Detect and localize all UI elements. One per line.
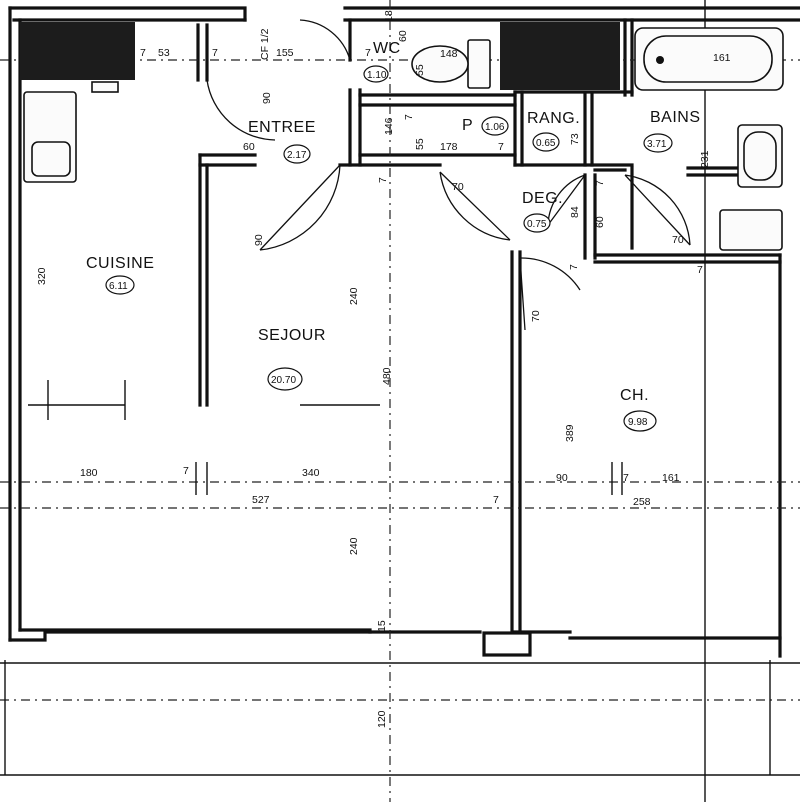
dimension-label: 240 (348, 537, 360, 555)
dimension-label: 90 (556, 472, 568, 484)
room-label-degagement: DEG. (522, 190, 563, 207)
dimension-label: 60 (397, 30, 409, 42)
dimension-label: 7 (623, 472, 629, 484)
dimension-label: 15 (376, 620, 388, 632)
room-area-sejour: 20.70 (271, 375, 296, 386)
dimension-label: 7 (568, 264, 580, 270)
room-label-placard: P (462, 117, 473, 134)
kitchen-worktop-hatch (20, 22, 135, 80)
kitchen-sink-icon (23, 91, 77, 183)
dimension-label: 7 (498, 141, 504, 153)
washbasin-icon (737, 124, 783, 188)
storage-hatch (500, 22, 620, 90)
dimension-label: 60 (594, 216, 606, 228)
room-area-badge-cuisine (105, 275, 135, 295)
dimension-label: 84 (569, 206, 581, 218)
cooker-icon (91, 81, 119, 93)
dimension-label: 527 (252, 494, 270, 506)
room-area-placard: 1.06 (485, 122, 505, 133)
dimension-label: 148 (440, 48, 458, 60)
dimension-label: 340 (302, 467, 320, 479)
toilet-icon (411, 39, 491, 89)
room-label-entree: ENTREE (248, 119, 316, 136)
room-label-sejour: SEJOUR (258, 327, 326, 344)
dimension-label: 258 (633, 496, 651, 508)
room-area-cuisine: 6.11 (109, 281, 128, 292)
dimension-label: 90 (253, 234, 265, 246)
room-area-badge-bains (643, 133, 673, 153)
dimension-label: 7 (140, 47, 146, 59)
dimension-label: 60 (243, 141, 255, 153)
dimension-label: 7 (403, 114, 415, 120)
room-area-entree: 2.17 (287, 150, 307, 161)
dimension-label: 90 (261, 92, 273, 104)
room-label-chambre: CH. (620, 387, 649, 404)
dimension-labels: 7 53 7 CF 1/2 155 7 60 148 161 90 146 7 … (36, 10, 731, 728)
dimension-label: 7 (365, 47, 371, 59)
dimension-label: CF 1/2 (259, 28, 271, 60)
dimension-label: 18 (383, 10, 395, 22)
dimension-label: 55 (414, 64, 426, 76)
dimension-label: 161 (662, 472, 680, 484)
walls (8, 6, 800, 658)
room-area-badge-wc (363, 65, 389, 83)
door-swings (206, 19, 691, 331)
dimension-label: 178 (440, 141, 458, 153)
dimension-label: 7 (183, 465, 189, 477)
dimension-label: 7 (493, 494, 499, 506)
washing-machine-icon (719, 209, 783, 251)
room-area-badge-degagement (523, 213, 551, 233)
bathtub-icon (634, 27, 784, 91)
dimension-label: 320 (36, 267, 48, 285)
dimension-label: 240 (348, 287, 360, 305)
dimension-label: 231 (699, 150, 711, 168)
dimension-label: 480 (381, 367, 393, 385)
room-area-badge-rangement (532, 132, 560, 152)
dimension-label: 55 (414, 138, 426, 150)
room-label-rangement: RANG. (527, 110, 580, 127)
room-area-rangement: 0.65 (536, 138, 556, 149)
dimension-label: 161 (713, 52, 731, 64)
dimension-label: 120 (376, 710, 388, 728)
room-area-chambre: 9.98 (628, 417, 648, 428)
dimension-label: 70 (530, 310, 542, 322)
dimension-ticks (47, 380, 623, 495)
dimension-label: 146 (383, 117, 395, 135)
room-area-wc: 1.10 (367, 70, 387, 81)
room-area-degagement: 0.75 (527, 219, 547, 230)
dimension-label: 70 (672, 234, 684, 246)
dimension-label: 180 (80, 467, 98, 479)
room-area-badge-placard (481, 116, 509, 136)
dimension-label: 7 (594, 180, 606, 186)
dimension-label: 53 (158, 47, 170, 59)
dimension-label: 70 (452, 181, 464, 193)
dimension-label: 73 (569, 133, 581, 145)
dimension-label: 7 (697, 264, 703, 276)
room-area-badge-entree (283, 144, 311, 164)
dimension-label: 155 (276, 47, 294, 59)
dimension-label: 389 (564, 424, 576, 442)
dimension-label: 7 (377, 177, 389, 183)
room-area-badge-sejour (267, 367, 303, 391)
room-area-bains: 3.71 (647, 139, 667, 150)
room-label-wc: WC (373, 40, 401, 57)
dimension-label: 7 (212, 47, 218, 59)
room-label-bains: BAINS (650, 109, 701, 126)
room-label-cuisine: CUISINE (86, 255, 154, 272)
room-area-badge-chambre (623, 410, 657, 432)
